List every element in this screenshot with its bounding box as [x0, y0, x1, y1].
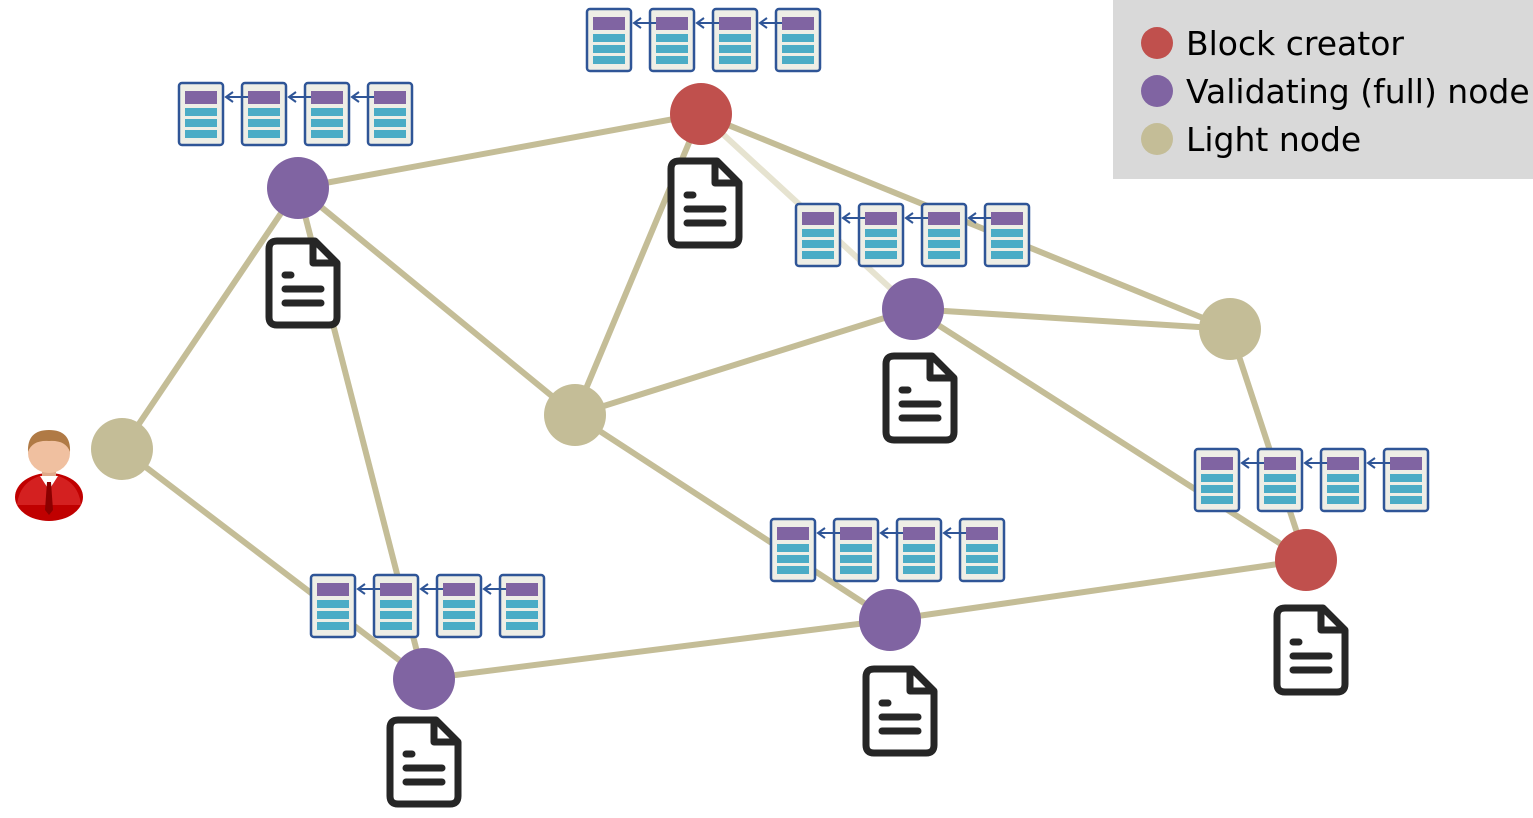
document-icon — [667, 157, 743, 249]
blockchain — [1193, 447, 1430, 513]
light-node-F — [91, 418, 153, 480]
blockchain — [309, 573, 546, 639]
block-icon — [435, 573, 483, 639]
block-icon — [1193, 447, 1241, 513]
edge-A-E — [296, 185, 577, 418]
block-icon — [303, 81, 351, 147]
chain-link-arrow-icon — [419, 583, 443, 595]
document-icon — [862, 665, 938, 757]
documents-layer — [265, 157, 1349, 808]
chain-link-arrow-icon — [1366, 457, 1390, 469]
block-icon — [240, 81, 288, 147]
chain-link-arrow-icon — [904, 212, 928, 224]
document-icon — [386, 716, 462, 808]
chain-link-arrow-icon — [942, 527, 966, 539]
block-icon — [1256, 447, 1304, 513]
validating-node-G — [393, 648, 455, 710]
chain-link-arrow-icon — [287, 91, 311, 103]
blockchain — [177, 81, 414, 147]
block-icon — [857, 202, 905, 268]
block-icon — [1382, 447, 1430, 513]
chain-link-arrow-icon — [632, 17, 656, 29]
light-node-E — [544, 384, 606, 446]
legend-item-validating-node: Validating (full) node — [1141, 71, 1530, 111]
block-icon — [1319, 447, 1367, 513]
block-creator-node-I — [1275, 529, 1337, 591]
user-icon — [15, 430, 83, 521]
chain-link-arrow-icon — [841, 212, 865, 224]
light-node-dot-icon — [1141, 123, 1173, 155]
chain-link-arrow-icon — [1240, 457, 1264, 469]
legend-item-light-node: Light node — [1141, 119, 1361, 159]
block-icon — [177, 81, 225, 147]
edge-F-G — [120, 446, 426, 682]
legend-label: Light node — [1186, 119, 1362, 159]
block-icon — [832, 517, 880, 583]
legend-item-block-creator: Block creator — [1141, 23, 1404, 63]
chain-link-arrow-icon — [758, 17, 782, 29]
blockchain — [585, 7, 822, 73]
block-icon — [983, 202, 1031, 268]
edge-C-D — [912, 306, 1231, 332]
block-icon — [794, 202, 842, 268]
chain-link-arrow-icon — [1303, 457, 1327, 469]
edge-A-B — [297, 111, 702, 191]
chain-link-arrow-icon — [482, 583, 506, 595]
edge-D-I — [1227, 328, 1309, 561]
block-icon — [920, 202, 968, 268]
nodes-layer — [91, 83, 1337, 710]
block-creator-dot-icon — [1141, 27, 1173, 59]
blockchain — [794, 202, 1031, 268]
edge-A-F — [119, 186, 301, 451]
validating-node-dot-icon — [1141, 75, 1173, 107]
legend-label: Block creator — [1186, 23, 1404, 63]
edge-G-H — [423, 617, 891, 682]
chain-link-arrow-icon — [816, 527, 840, 539]
chain-link-arrow-icon — [356, 583, 380, 595]
block-icon — [711, 7, 759, 73]
chain-link-arrow-icon — [967, 212, 991, 224]
light-node-D — [1199, 298, 1261, 360]
blockchains-layer — [177, 7, 1430, 639]
block-icon — [366, 81, 414, 147]
block-icon — [585, 7, 633, 73]
document-icon — [882, 352, 958, 444]
block-icon — [498, 573, 546, 639]
document-icon — [1273, 604, 1349, 696]
chain-link-arrow-icon — [350, 91, 374, 103]
block-creator-node-B — [670, 83, 732, 145]
chain-link-arrow-icon — [879, 527, 903, 539]
blockchain — [769, 517, 1006, 583]
validating-node-A — [267, 157, 329, 219]
chain-link-arrow-icon — [695, 17, 719, 29]
edge-H-I — [889, 557, 1307, 623]
validating-node-C — [882, 278, 944, 340]
block-icon — [774, 7, 822, 73]
chain-link-arrow-icon — [224, 91, 248, 103]
block-icon — [648, 7, 696, 73]
edge-C-I — [911, 306, 1308, 563]
edge-E-H — [573, 412, 892, 623]
block-icon — [769, 517, 817, 583]
block-icon — [372, 573, 420, 639]
document-icon — [265, 237, 341, 329]
edge-C-E — [574, 306, 914, 418]
block-icon — [895, 517, 943, 583]
block-icon — [309, 573, 357, 639]
block-icon — [958, 517, 1006, 583]
legend-label: Validating (full) node — [1186, 71, 1530, 111]
validating-node-H — [859, 589, 921, 651]
legend: Block creator Validating (full) node Lig… — [1113, 0, 1533, 179]
